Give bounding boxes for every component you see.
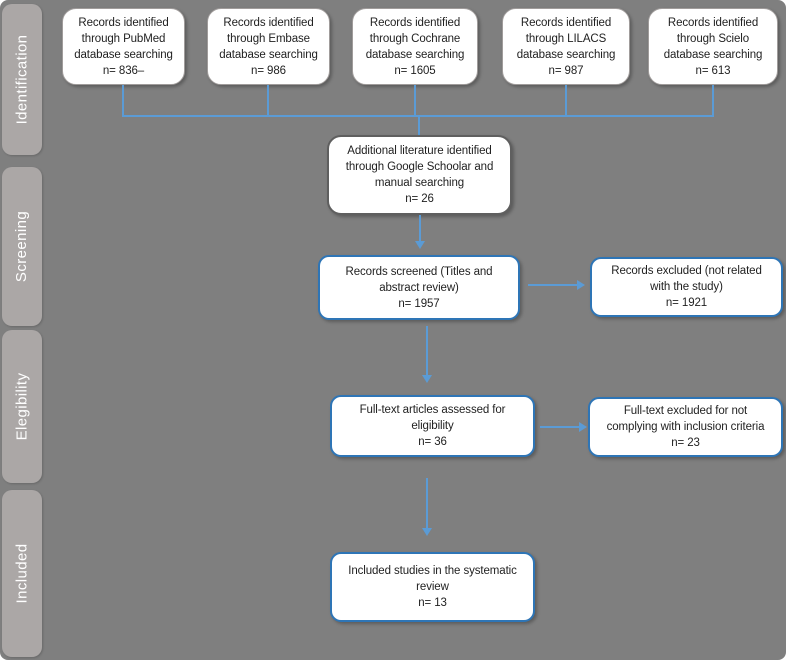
stage-label: Identification [13,34,31,125]
stage-label: Included [13,543,31,604]
connector-drop-embase [267,85,269,116]
arrow-screened-to-fulltext-line [426,326,428,375]
box-additional-literature: Additional literature identified through… [327,135,512,215]
arrow-right-head [579,422,587,432]
box-lilacs: Records identified through LILACS databa… [502,8,630,85]
box-scielo: Records identified through Scielo databa… [648,8,778,85]
connector-drop-pubmed [122,85,124,116]
stage-tab-elegibility: Elegibility [2,330,42,483]
box-records-screened: Records screened (Titles and abstract re… [318,255,520,320]
arrow-additional-to-screened-line [419,215,421,241]
box-fulltext-assessed: Full-text articles assessed for eligibil… [330,395,535,457]
arrow-fulltext-to-included-line [426,478,428,528]
stage-label: Screening [13,210,31,283]
box-records-excluded: Records excluded (not related with the s… [590,257,783,317]
arrow-down-head [422,528,432,536]
stage-tab-identification: Identification [2,4,42,155]
stage-label: Elegibility [13,372,31,441]
connector-drop-cochrane [414,85,416,116]
connector-to-additional [418,115,420,136]
box-included-studies: Included studies in the systematic revie… [330,552,535,622]
box-embase: Records identified through Embase databa… [207,8,330,85]
arrow-down-head [415,241,425,249]
stage-tab-screening: Screening [2,167,42,326]
arrow-right-head [577,280,585,290]
connector-drop-scielo [712,85,714,116]
box-pubmed: Records identified through PubMed databa… [62,8,185,85]
stage-tab-included: Included [2,490,42,657]
arrow-screened-to-excluded-line [528,284,577,286]
box-fulltext-excluded: Full-text excluded for not complying wit… [588,397,783,457]
box-cochrane: Records identified through Cochrane data… [352,8,478,85]
arrow-fulltext-to-excluded-line [540,426,579,428]
arrow-down-head [422,375,432,383]
connector-drop-lilacs [565,85,567,116]
